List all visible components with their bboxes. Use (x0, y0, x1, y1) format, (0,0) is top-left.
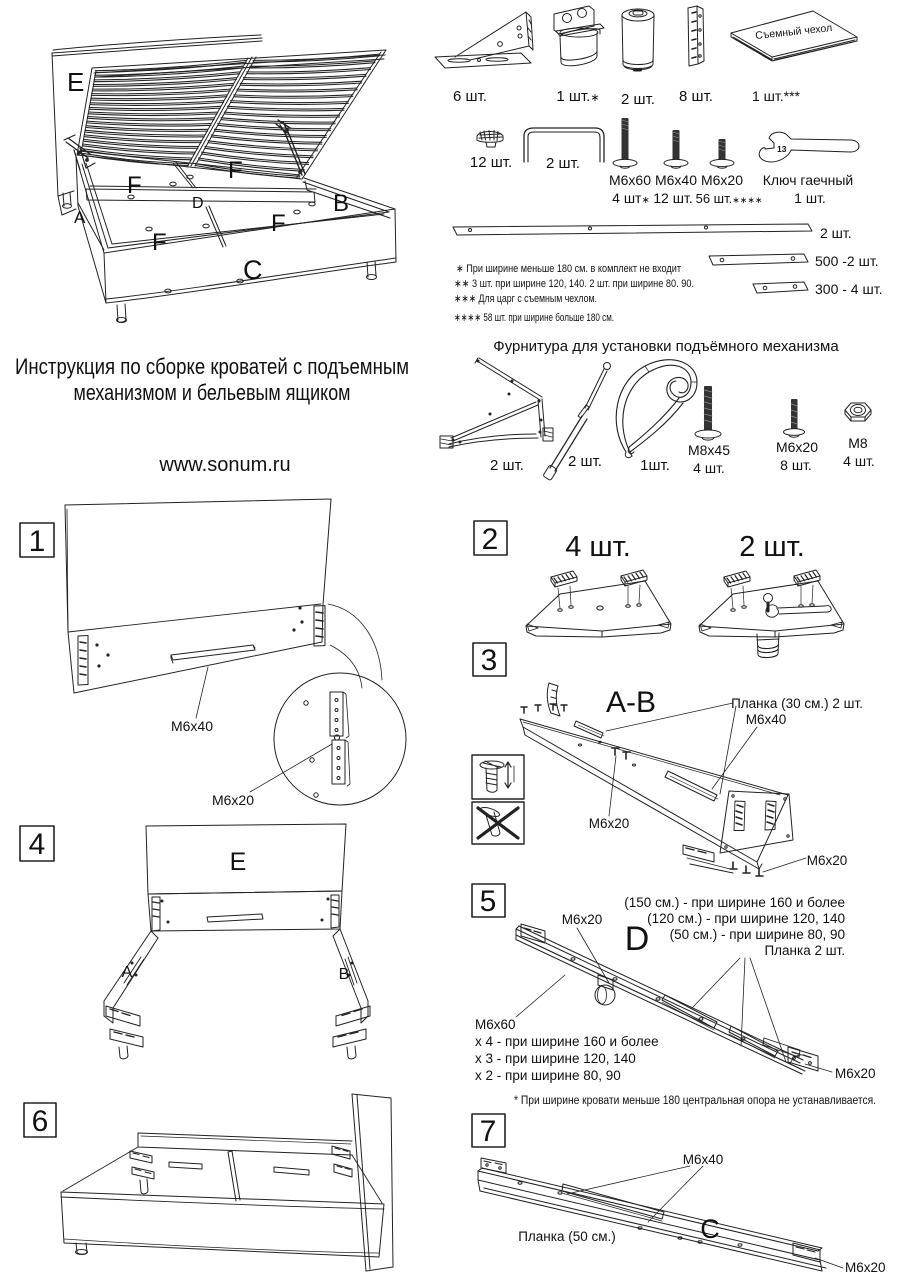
svg-text:B: B (339, 966, 350, 983)
svg-text:F: F (127, 172, 142, 199)
svg-text:3: 3 (481, 644, 498, 677)
svg-text:C: C (700, 1214, 720, 1244)
svg-text:х 4 - при ширине 160 и более: х 4 - при ширине 160 и более (475, 1034, 659, 1049)
svg-text:(150 см.) - при ширине 160 и б: (150 см.) - при ширине 160 и более (624, 895, 845, 910)
svg-text:М8: М8 (848, 435, 868, 451)
svg-text:(50 см.) - при ширине 80, 90: (50 см.) - при ширине 80, 90 (670, 927, 845, 942)
svg-text:Ключ гаечный: Ключ гаечный (763, 172, 854, 188)
svg-text:A-B: A-B (606, 686, 656, 719)
svg-text:М6х20: М6х20 (701, 172, 743, 188)
svg-text:2 шт.: 2 шт. (490, 457, 524, 474)
svg-text:2 шт.: 2 шт. (739, 531, 805, 563)
svg-text:4 шт.: 4 шт. (843, 453, 875, 469)
svg-text:М6х20: М6х20 (589, 816, 630, 831)
svg-text:(120 см.) - при ширине 120, 14: (120 см.) - при ширине 120, 140 (647, 911, 845, 926)
svg-text:5: 5 (480, 885, 497, 918)
svg-text:2 шт.: 2 шт. (621, 91, 655, 108)
svg-text:М6х40: М6х40 (655, 172, 697, 188)
svg-text:D: D (192, 195, 204, 212)
svg-text:12 шт.: 12 шт. (653, 190, 692, 206)
svg-text:М6х40: М6х40 (171, 718, 213, 734)
svg-text:300 - 4 шт.: 300 - 4 шт. (815, 281, 882, 297)
svg-text:∗∗∗ Для царг с съемным чехлом: ∗∗∗ Для царг с съемным чехлом. (454, 293, 597, 305)
svg-text:6: 6 (32, 1105, 49, 1138)
svg-text:4 шт.: 4 шт. (565, 531, 631, 563)
svg-text:Планка (30 см.) 2 шт.: Планка (30 см.) 2 шт. (731, 696, 863, 711)
svg-text:F: F (152, 229, 167, 256)
svg-text:B: B (333, 190, 349, 217)
svg-text:М6х20: М6х20 (562, 912, 603, 927)
svg-text:1шт.: 1шт. (640, 457, 670, 474)
svg-text:Инструкция по сборке кроватей: Инструкция по сборке кроватей с подъемны… (15, 354, 409, 379)
svg-text:F: F (271, 210, 286, 237)
svg-text:7: 7 (480, 1115, 497, 1148)
svg-text:56 шт.∗∗∗∗: 56 шт.∗∗∗∗ (696, 191, 763, 206)
svg-text:2 шт.: 2 шт. (820, 225, 852, 241)
svg-text:1 шт.: 1 шт. (794, 190, 826, 206)
svg-text:12 шт.: 12 шт. (470, 154, 512, 171)
svg-text:∗ При ширине меньше 180 см. в: ∗ При ширине меньше 180 см. в комплект н… (456, 263, 681, 275)
svg-text:6 шт.: 6 шт. (453, 88, 487, 105)
svg-text:* При ширине кровати меньше 18: * При ширине кровати меньше 180 централь… (514, 1095, 876, 1107)
svg-text:∗∗ 3 шт. при ширине 120, 140.: ∗∗ 3 шт. при ширине 120, 140. 2 шт. при … (454, 278, 694, 290)
svg-text:www.sonum.ru: www.sonum.ru (158, 454, 290, 476)
svg-text:4 шт∗: 4 шт∗ (612, 190, 650, 206)
svg-text:4 шт.: 4 шт. (693, 460, 725, 476)
svg-text:М6х40: М6х40 (683, 1152, 724, 1167)
svg-text:4: 4 (29, 828, 46, 861)
svg-text:E: E (67, 67, 84, 97)
svg-text:Фурнитура для установки подъём: Фурнитура для установки подъёмного механ… (493, 338, 839, 355)
svg-text:8 шт.: 8 шт. (780, 457, 812, 473)
svg-text:1: 1 (29, 525, 46, 558)
svg-text:2 шт.: 2 шт. (546, 155, 580, 172)
svg-text:х 3 - при ширине 120, 140: х 3 - при ширине 120, 140 (475, 1051, 636, 1066)
svg-text:500 -2 шт.: 500 -2 шт. (815, 253, 879, 269)
svg-text:М6х20: М6х20 (835, 1066, 876, 1081)
svg-text:М6х60: М6х60 (609, 172, 651, 188)
svg-text:М6х20: М6х20 (212, 792, 254, 808)
svg-text:М6х40: М6х40 (746, 712, 787, 727)
svg-text:М6х20: М6х20 (807, 853, 848, 868)
svg-text:М6х20: М6х20 (776, 439, 818, 455)
svg-text:∗∗∗∗ 58 шт. при ширине больше: ∗∗∗∗ 58 шт. при ширине больше 180 см. (454, 312, 614, 324)
svg-text:D: D (625, 920, 650, 958)
svg-text:A: A (122, 964, 133, 981)
svg-text:F: F (228, 157, 243, 184)
svg-text:A: A (74, 208, 86, 227)
svg-text:1 шт.***: 1 шт.*** (752, 88, 801, 104)
svg-text:E: E (230, 848, 247, 876)
svg-text:Планка 2 шт.: Планка 2 шт. (764, 943, 845, 958)
svg-text:8 шт.: 8 шт. (679, 88, 713, 105)
svg-text:механизмом и бельевым ящиком: механизмом и бельевым ящиком (74, 380, 351, 405)
svg-text:2 шт.: 2 шт. (568, 453, 602, 470)
svg-text:C: C (243, 255, 263, 285)
svg-text:13: 13 (777, 144, 787, 154)
svg-text:х 2 - при ширине 80, 90: х 2 - при ширине 80, 90 (475, 1068, 621, 1083)
svg-text:М8х45: М8х45 (688, 442, 730, 458)
svg-text:М6х20: М6х20 (845, 1260, 886, 1275)
svg-text:М6х60: М6х60 (475, 1017, 516, 1032)
svg-text:Планка (50 см.): Планка (50 см.) (518, 1229, 616, 1244)
svg-text:2: 2 (482, 523, 499, 556)
svg-text:1 шт.∗: 1 шт.∗ (556, 88, 599, 105)
